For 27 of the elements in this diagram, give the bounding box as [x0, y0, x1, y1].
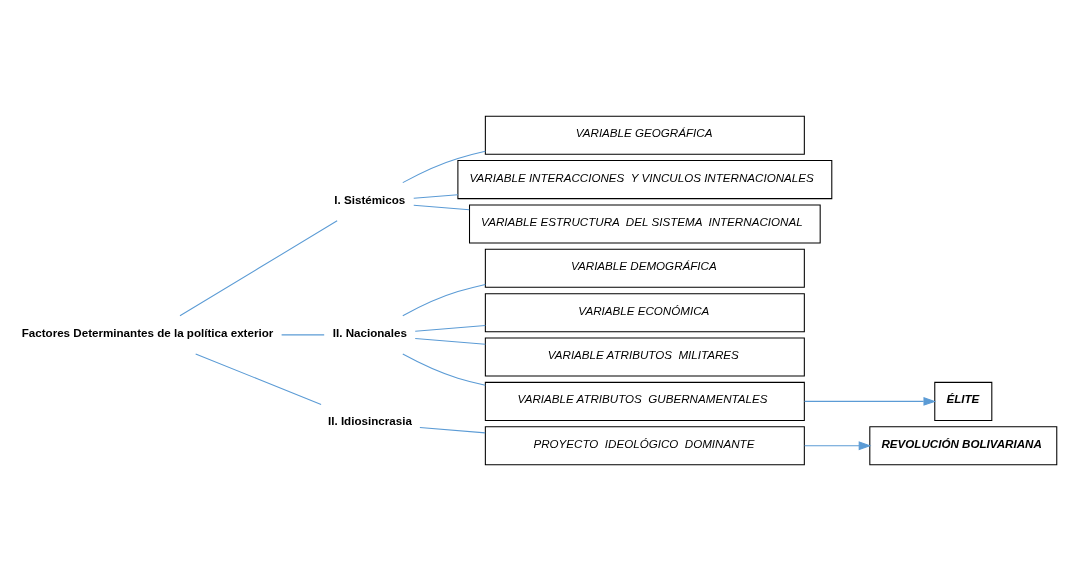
- node-text: II. Idiosincrasia: [327, 414, 412, 428]
- connector: [413, 204, 470, 211]
- node-box: VARIABLE ESTRUCTURA DEL SISTEMA INTERNACIONAL: [469, 204, 821, 244]
- node-text: I. Sistémicos: [334, 192, 406, 206]
- connector: [414, 337, 486, 345]
- node-box: PROYECTO IDEOLÓGICO DOMINANTE: [484, 426, 805, 466]
- node-box: VARIABLE ATRIBUTOS MILITARES: [484, 337, 805, 377]
- connector: [419, 427, 486, 434]
- connector: [402, 353, 486, 386]
- node-box: VARIABLE ECONÓMICA: [484, 293, 805, 333]
- node-text: Factores Determinantes de la política exterior: [21, 325, 274, 339]
- node-box: VARIABLE GEOGRÁFICA: [484, 115, 805, 155]
- arrow: [804, 441, 872, 451]
- node-box: VARIABLE DEMOGRÁFICA: [484, 248, 805, 288]
- node-box: ÉLITE: [934, 381, 993, 421]
- node-box: REVOLUCIÓN BOLIVARIANA: [869, 426, 1058, 466]
- arrow: [804, 396, 937, 406]
- connector: [179, 220, 338, 317]
- connector: [414, 325, 486, 332]
- node-box: VARIABLE INTERACCIONES Y VINCULOS INTERNACIONALES: [457, 160, 833, 200]
- connector: [402, 283, 486, 317]
- connector: [413, 194, 459, 199]
- node-text: II. Nacionales: [332, 325, 407, 339]
- connector: [195, 353, 322, 405]
- node-box: VARIABLE ATRIBUTOS GUBERNAMENTALES: [484, 381, 805, 421]
- connector: [281, 334, 325, 336]
- connector: [402, 150, 486, 184]
